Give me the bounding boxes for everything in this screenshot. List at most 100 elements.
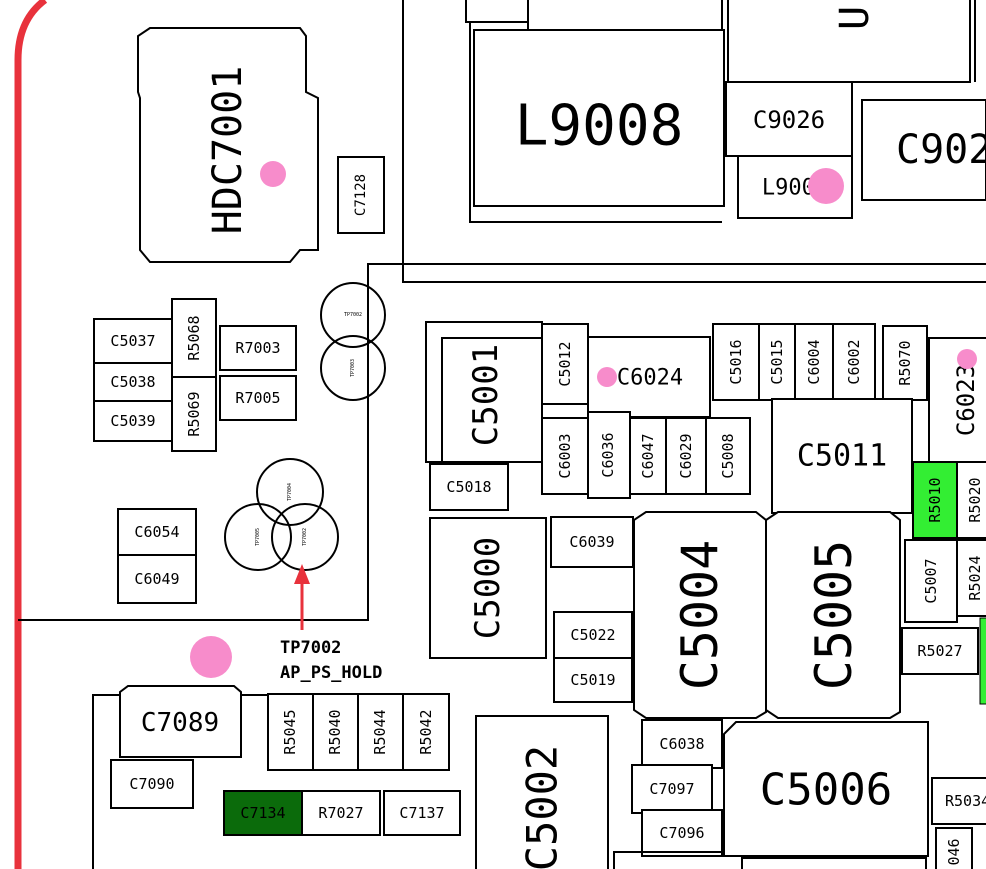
tp-top-label: TP7002	[344, 312, 362, 318]
c5000-label: C5000	[468, 537, 508, 639]
r5010-label: R5010	[926, 477, 944, 522]
c5018: C5018	[429, 463, 509, 511]
c7090-label: C7090	[129, 775, 174, 793]
c5000: C5000	[429, 517, 547, 659]
c6054-label: C6054	[134, 523, 179, 541]
c7137: C7137	[383, 790, 461, 836]
c6038-label: C6038	[659, 735, 704, 753]
c5016-label: C5016	[727, 339, 745, 384]
c5011: C5011	[771, 398, 913, 514]
c6002: C6002	[832, 323, 876, 401]
c6004: C6004	[794, 323, 834, 401]
r5070-label: R5070	[896, 340, 914, 385]
r5042: R5042	[402, 693, 450, 771]
c6029: C6029	[665, 417, 707, 495]
c6024-label: C6024	[617, 366, 683, 391]
c7096-outline	[613, 851, 722, 869]
r5040-label: R5040	[326, 709, 344, 754]
c5039-label: C5039	[110, 412, 155, 430]
tp-mid: TP7003	[320, 335, 386, 401]
c7128: C7128	[337, 156, 385, 234]
tp-b: TP7005	[224, 503, 292, 571]
r5070: R5070	[882, 325, 928, 401]
c7137-label: C7137	[399, 804, 444, 822]
r7003-label: R7003	[235, 339, 280, 357]
tp-b-label: TP7005	[255, 528, 261, 546]
r5044: R5044	[357, 693, 404, 771]
c5001-label: C5001	[466, 344, 506, 446]
c5004: C5004	[633, 511, 767, 719]
annotation-signal: AP_PS_HOLD	[280, 663, 382, 683]
c5004-label: C5004	[671, 540, 729, 691]
c5037: C5037	[93, 318, 173, 364]
x046-label: 046	[945, 838, 963, 865]
r5069-label: R5069	[185, 391, 203, 436]
r7005-label: R7005	[235, 389, 280, 407]
annotation-title: TP7002	[280, 638, 341, 658]
c6039-label: C6039	[569, 533, 614, 551]
r7027: R7027	[301, 790, 381, 836]
c902x-label: C902	[896, 127, 986, 173]
c5007: C5007	[904, 539, 958, 623]
c5018-label: C5018	[446, 478, 491, 496]
c6036-label: C6036	[599, 432, 617, 477]
r5020-label: R5020	[966, 477, 984, 522]
c5037-label: C5037	[110, 332, 155, 350]
c5005-label: C5005	[805, 540, 863, 691]
c6047: C6047	[629, 417, 667, 495]
c5015: C5015	[758, 323, 796, 401]
c6054: C6054	[117, 508, 197, 556]
c5005: C5005	[765, 511, 901, 719]
tp-c-label: TP7002	[302, 528, 308, 546]
r5027: R5027	[901, 617, 986, 705]
pink-markers	[190, 161, 977, 678]
annotation-arrow	[294, 564, 310, 630]
r5034: R5034	[931, 777, 986, 825]
c9026: C9026	[725, 81, 853, 157]
tp-a: TP7004	[256, 458, 324, 526]
c6003-label: C6003	[556, 433, 574, 478]
c5012: C5012	[541, 323, 589, 405]
r5027-label: R5027	[917, 642, 962, 660]
tp-mid-label: TP7003	[350, 359, 356, 377]
c6049: C6049	[117, 554, 197, 604]
c5022: C5022	[553, 611, 633, 659]
r5024-label: R5024	[966, 555, 984, 600]
hdc7001-label: HDC7001	[205, 66, 251, 235]
c5001: C5001	[425, 321, 543, 463]
marker-hdc7001	[260, 161, 286, 187]
x046: 046	[935, 827, 973, 869]
c5016: C5016	[712, 323, 760, 401]
c7096-label: C7096	[659, 824, 704, 842]
c6023-label: C6023	[952, 364, 980, 436]
r5068-label: R5068	[185, 315, 203, 360]
c6039: C6039	[550, 516, 634, 568]
r5034-label: R5034	[945, 792, 986, 810]
marker-c6023	[957, 349, 977, 369]
c5007-label: C5007	[922, 558, 940, 603]
c6038: C6038	[641, 719, 723, 769]
c5015-label: C5015	[768, 339, 786, 384]
c5011-label: C5011	[797, 439, 887, 474]
r7005: R7005	[219, 375, 297, 421]
c6029-label: C6029	[677, 433, 695, 478]
c5008: C5008	[705, 417, 751, 495]
c5008-label: C5008	[719, 433, 737, 478]
c6036: C6036	[587, 411, 631, 499]
tp-c: TP7002	[271, 503, 339, 571]
marker-l9009	[808, 168, 844, 204]
c9026-label: C9026	[753, 106, 825, 134]
r5068: R5068	[171, 298, 217, 378]
c5002: C5002	[475, 715, 609, 869]
tp-a-label: TP7004	[287, 483, 293, 501]
c5038: C5038	[93, 362, 173, 402]
board-edge	[14, 0, 48, 869]
hdc7001: HDC7001	[137, 27, 319, 263]
c5006-label: C5006	[760, 765, 892, 816]
r5045: R5045	[267, 693, 314, 771]
c5012-label: C5012	[556, 341, 574, 386]
u-chip-label: U	[832, 6, 878, 30]
c6049-label: C6049	[134, 570, 179, 588]
c5006: C5006	[723, 721, 929, 857]
